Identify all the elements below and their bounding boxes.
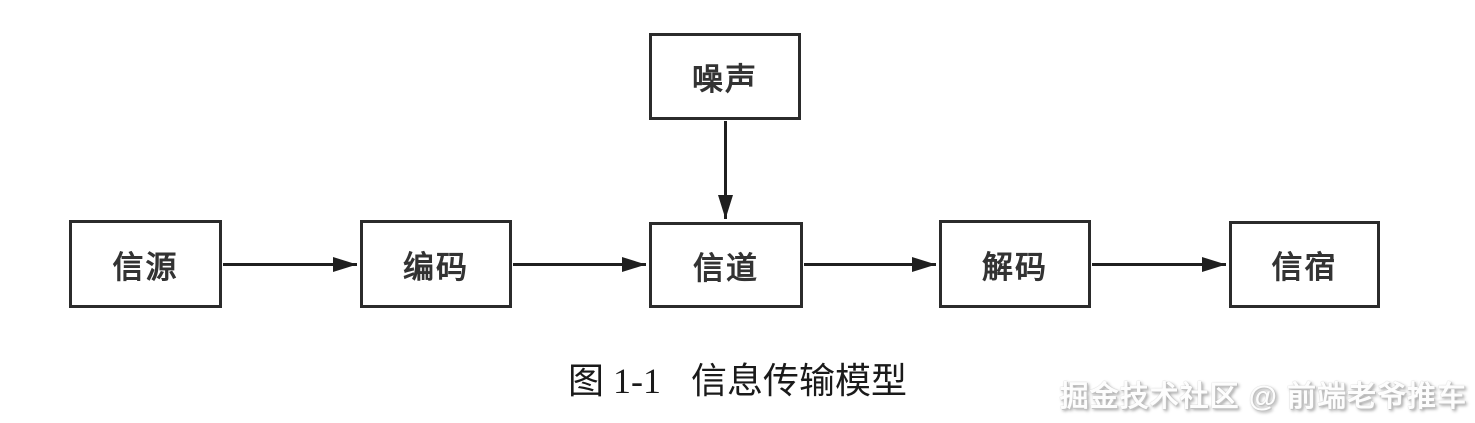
node-channel: 信道 <box>649 222 803 308</box>
watermark-text: 掘金技术社区 @ 前端老爷推车 <box>1059 381 1467 413</box>
node-source-label: 信源 <box>112 249 179 285</box>
node-noise-label: 噪声 <box>692 62 758 97</box>
node-source: 信源 <box>69 220 222 308</box>
node-decode: 解码 <box>939 220 1091 308</box>
node-channel-label: 信道 <box>693 250 759 286</box>
node-encode: 编码 <box>360 220 512 308</box>
figure-caption-number: 图 1-1 <box>567 361 661 401</box>
node-decode-label: 解码 <box>982 249 1048 285</box>
figure-caption-title: 信息传输模型 <box>690 361 907 401</box>
node-sink: 信宿 <box>1229 221 1380 308</box>
node-encode-label: 编码 <box>403 249 469 285</box>
figure-caption: 图 1-1 信息传输模型 <box>0 352 1475 404</box>
node-sink-label: 信宿 <box>1271 250 1338 285</box>
node-noise: 噪声 <box>649 33 801 120</box>
